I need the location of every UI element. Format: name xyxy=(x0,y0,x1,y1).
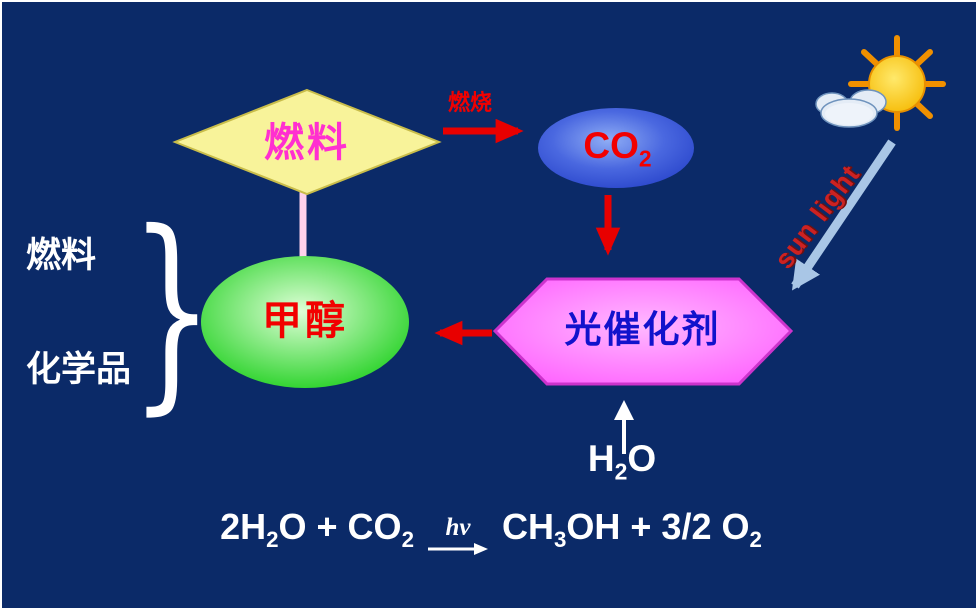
co2-formula-main: CO xyxy=(583,125,639,166)
reaction-equation: 2H2O + CO2 hν CH3OH + 3/2 O2 xyxy=(2,506,976,555)
co2-ellipse xyxy=(538,108,694,188)
equation-lhs-p2: O + CO xyxy=(278,506,402,547)
cloud-icon xyxy=(815,89,887,128)
co2-formula-sub: 2 xyxy=(638,145,652,172)
side-fuel-label: 燃料 xyxy=(26,236,97,275)
equation-rhs-p2: OH + 3/2 O xyxy=(566,506,750,547)
fuel-diamond xyxy=(172,88,442,196)
fuel-node-label: 燃料 xyxy=(264,121,350,165)
photocatalyst-node-label: 光催化剂 xyxy=(564,309,721,350)
sun-with-cloud-icon xyxy=(815,35,946,131)
equation-rhs-s2: 2 xyxy=(749,527,762,553)
hv-label: hν xyxy=(445,513,471,541)
combustion-label: 燃烧 xyxy=(447,90,492,115)
h2o-label: H2O xyxy=(560,438,684,485)
methanol-node-label: 甲醇 xyxy=(262,299,348,343)
equation-rhs: CH3OH + 3/2 O2 xyxy=(502,506,762,553)
methanol-ellipse xyxy=(201,256,409,388)
h2o-sub: 2 xyxy=(614,458,628,485)
equation-rhs-s1: 3 xyxy=(553,527,567,553)
sunlight-arrow xyxy=(791,139,896,291)
equation-arrow-icon xyxy=(427,542,488,555)
h2o-p1: H xyxy=(587,438,615,479)
equation-lhs-p1: 2H xyxy=(220,506,267,547)
equation-arrow-block: hν xyxy=(426,515,490,555)
equation-lhs: 2H2O + CO2 xyxy=(220,506,414,553)
photocatalyst-hexagon xyxy=(492,277,794,386)
equation-rhs-p1: CH xyxy=(501,506,554,547)
side-chemicals-label: 化学品 xyxy=(26,350,132,389)
equation-lhs-s2: 2 xyxy=(401,527,414,553)
equation-lhs-s1: 2 xyxy=(266,527,279,553)
h2o-p2: O xyxy=(627,438,657,479)
grouping-brace: } xyxy=(130,186,214,433)
co2-node-label: CO2 xyxy=(539,125,696,172)
